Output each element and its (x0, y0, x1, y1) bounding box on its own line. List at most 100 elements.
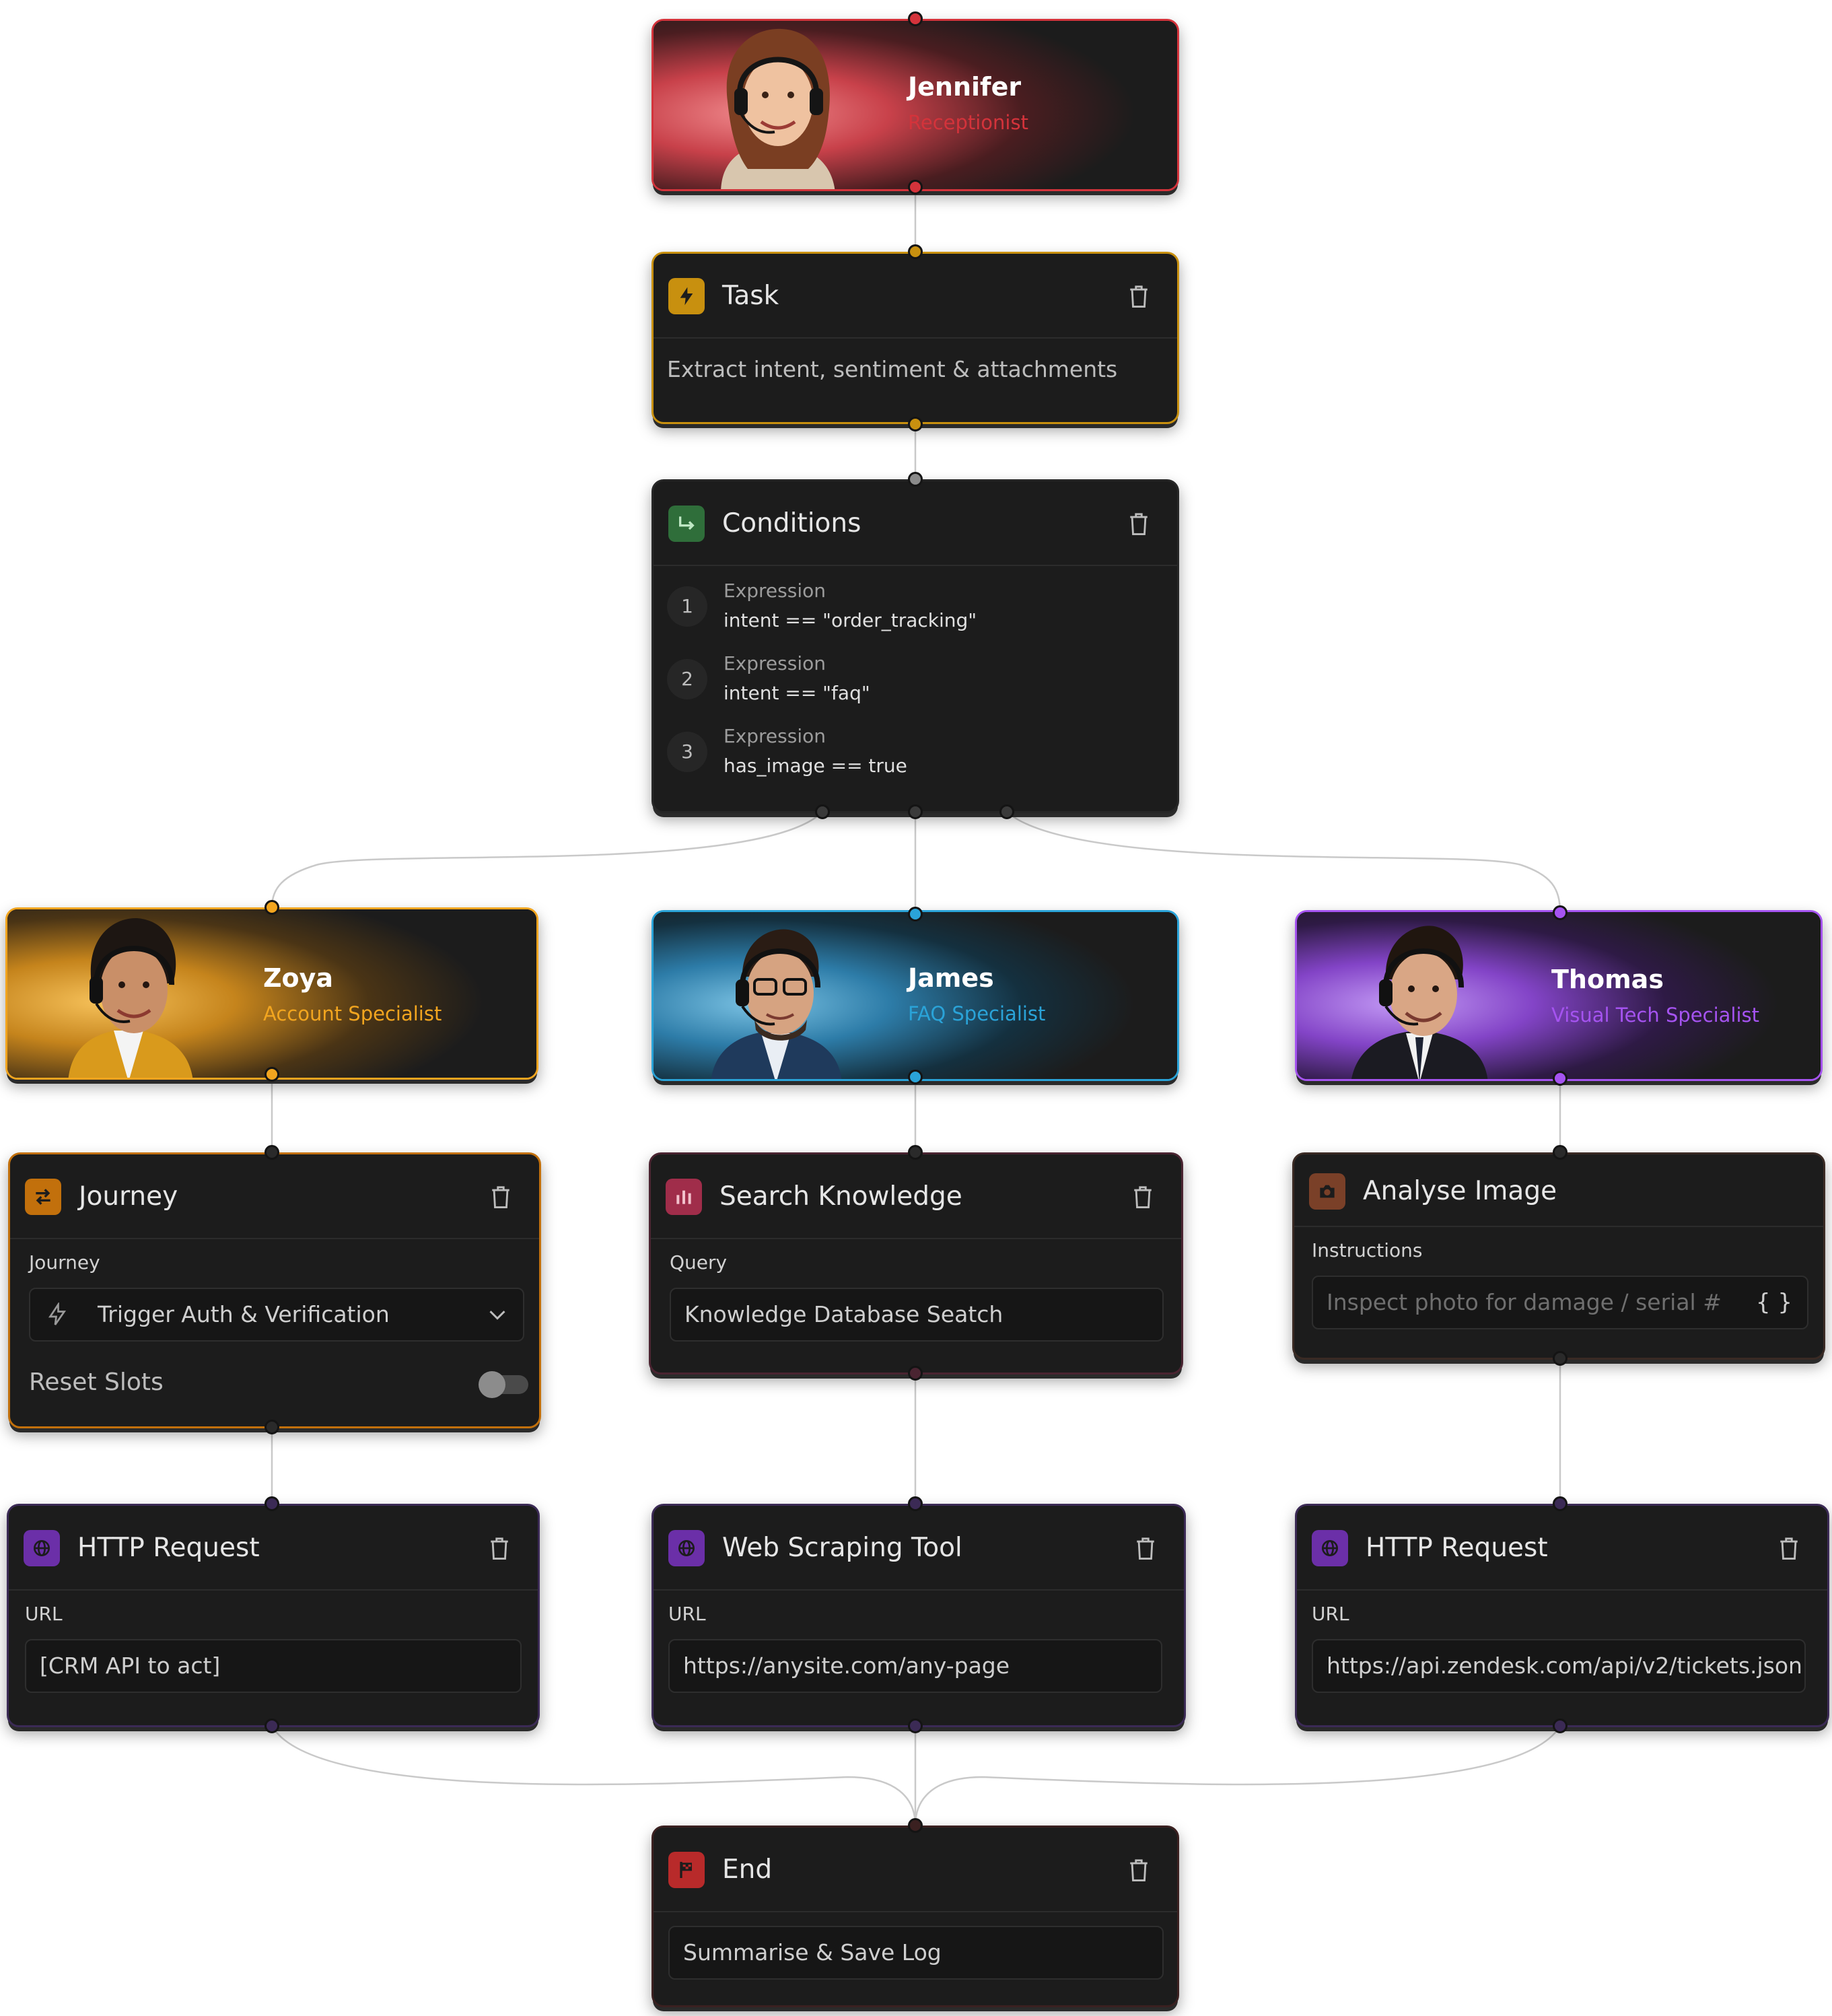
zoya-output-handle[interactable] (265, 1067, 279, 1082)
instructions-input[interactable]: Inspect photo for damage / serial # { } (1312, 1276, 1808, 1329)
task-output-handle[interactable] (908, 417, 923, 431)
agent-node-thomas[interactable]: Thomas Visual Tech Specialist (1295, 910, 1823, 1081)
edge-http-end (271, 1725, 917, 1826)
field-label: Query (670, 1251, 728, 1274)
chevron-down-icon (489, 1311, 505, 1320)
field-label: URL (25, 1603, 63, 1625)
node-title: Journey (79, 1181, 178, 1212)
globe-icon (1312, 1530, 1348, 1566)
http-request-node-right[interactable]: HTTP Request URL https://api.zendesk.com… (1295, 1504, 1829, 1727)
url-input[interactable]: https://api.zendesk.com/api/v2/tickets.j… (1312, 1639, 1806, 1693)
url-input[interactable]: [CRM API to act] (25, 1639, 522, 1693)
agent-role: Receptionist (908, 111, 1028, 134)
trash-icon[interactable] (1127, 511, 1150, 536)
journey-node[interactable]: Journey Journey Trigger Auth & Verificat… (8, 1152, 541, 1428)
camera-icon (1309, 1173, 1345, 1210)
condition-label: Expression (724, 580, 826, 602)
james-output-handle[interactable] (908, 1070, 923, 1084)
condition-expression: has_image == true (724, 755, 907, 777)
agent-node-james[interactable]: James FAQ Specialist (651, 910, 1179, 1081)
node-header: Web Scraping Tool (654, 1506, 1184, 1591)
bar-chart-icon (666, 1179, 702, 1215)
swap-arrows-icon (25, 1179, 61, 1215)
agent-role: Account Specialist (263, 1002, 442, 1025)
node-title: End (722, 1854, 773, 1885)
thomas-input-handle[interactable] (1553, 905, 1567, 920)
trash-icon[interactable] (1777, 1535, 1800, 1561)
condition-expression: intent == "faq" (724, 682, 870, 704)
trash-icon[interactable] (1127, 1857, 1150, 1883)
node-header: Task (654, 254, 1177, 339)
image-input-handle[interactable] (1553, 1145, 1567, 1160)
http-left-input-handle[interactable] (265, 1496, 279, 1511)
end-node[interactable]: End Summarise & Save Log (651, 1826, 1179, 2007)
node-title: Analyse Image (1363, 1176, 1557, 1206)
trash-icon[interactable] (1127, 283, 1150, 309)
james-input-handle[interactable] (908, 907, 923, 922)
lightning-icon (48, 1302, 67, 1325)
journey-select[interactable]: Trigger Auth & Verification (29, 1288, 524, 1342)
image-output-handle[interactable] (1553, 1351, 1567, 1366)
variable-braces-icon[interactable]: { } (1755, 1289, 1792, 1316)
conditions-input-handle[interactable] (908, 472, 923, 487)
agent-name: Jennifer (908, 72, 1022, 102)
search-knowledge-node[interactable]: Search Knowledge Query Knowledge Databas… (649, 1152, 1183, 1375)
jennifer-input-handle[interactable] (908, 11, 923, 26)
agent-role: FAQ Specialist (908, 1002, 1046, 1025)
journey-output-handle[interactable] (265, 1420, 279, 1434)
reset-slots-label: Reset Slots (29, 1368, 164, 1396)
node-header: HTTP Request (1297, 1506, 1827, 1591)
condition-label: Expression (724, 652, 826, 674)
http-left-output-handle[interactable] (265, 1718, 279, 1733)
http-right-output-handle[interactable] (1553, 1718, 1567, 1733)
edge-httpright-end (914, 1725, 1561, 1826)
web-output-handle[interactable] (908, 1718, 923, 1733)
conditions-output-handle-3[interactable] (999, 804, 1014, 819)
conditions-node[interactable]: Conditions 1 Expression intent == "order… (651, 479, 1179, 813)
web-input-handle[interactable] (908, 1496, 923, 1511)
agent-node-zoya[interactable]: Zoya Account Specialist (5, 907, 538, 1080)
analyse-image-node[interactable]: Analyse Image Instructions Inspect photo… (1292, 1152, 1825, 1360)
http-request-node-left[interactable]: HTTP Request URL [CRM API to act] (7, 1504, 540, 1727)
edge-conditions-thomas (1006, 811, 1561, 913)
agent-node-jennifer[interactable]: Jennifer Receptionist (651, 19, 1179, 191)
condition-label: Expression (724, 725, 826, 747)
node-header: Search Knowledge (651, 1154, 1181, 1239)
field-label: Journey (29, 1251, 100, 1274)
conditions-output-handle-2[interactable] (908, 804, 923, 819)
reset-slots-toggle[interactable] (479, 1371, 528, 1398)
field-label: URL (1312, 1603, 1349, 1625)
task-input-handle[interactable] (908, 244, 923, 259)
trash-icon[interactable] (1131, 1184, 1154, 1210)
node-header: Conditions (654, 481, 1177, 566)
journey-input-handle[interactable] (265, 1145, 279, 1160)
trash-icon[interactable] (489, 1184, 512, 1210)
zoya-portrait (68, 918, 192, 1078)
end-summary-field[interactable]: Summarise & Save Log (668, 1926, 1164, 1980)
query-input[interactable]: Knowledge Database Seatch (670, 1288, 1164, 1342)
trash-icon[interactable] (1134, 1535, 1157, 1561)
search-input-handle[interactable] (908, 1145, 923, 1160)
condition-number: 1 (667, 586, 707, 627)
conditions-output-handle-1[interactable] (815, 804, 830, 819)
task-description: Extract intent, sentiment & attachments (667, 356, 1118, 382)
search-output-handle[interactable] (908, 1366, 923, 1381)
task-node[interactable]: Task Extract intent, sentiment & attachm… (651, 252, 1179, 424)
http-right-input-handle[interactable] (1553, 1496, 1567, 1511)
thomas-output-handle[interactable] (1553, 1071, 1567, 1086)
url-input[interactable]: https://anysite.com/any-page (668, 1639, 1162, 1693)
node-header: End (654, 1828, 1177, 1912)
web-scraping-node[interactable]: Web Scraping Tool URL https://anysite.co… (651, 1504, 1186, 1727)
zoya-input-handle[interactable] (265, 900, 279, 915)
jennifer-output-handle[interactable] (908, 180, 923, 195)
flag-icon (668, 1852, 705, 1888)
agent-name: Zoya (263, 963, 334, 993)
node-header: Analyse Image (1294, 1154, 1823, 1227)
node-header: Journey (10, 1154, 539, 1239)
journey-selected-value: Trigger Auth & Verification (98, 1301, 390, 1327)
node-header: HTTP Request (9, 1506, 538, 1591)
agent-name: James (908, 963, 994, 993)
end-input-handle[interactable] (908, 1818, 923, 1833)
lightning-icon (668, 278, 705, 314)
trash-icon[interactable] (488, 1535, 511, 1561)
